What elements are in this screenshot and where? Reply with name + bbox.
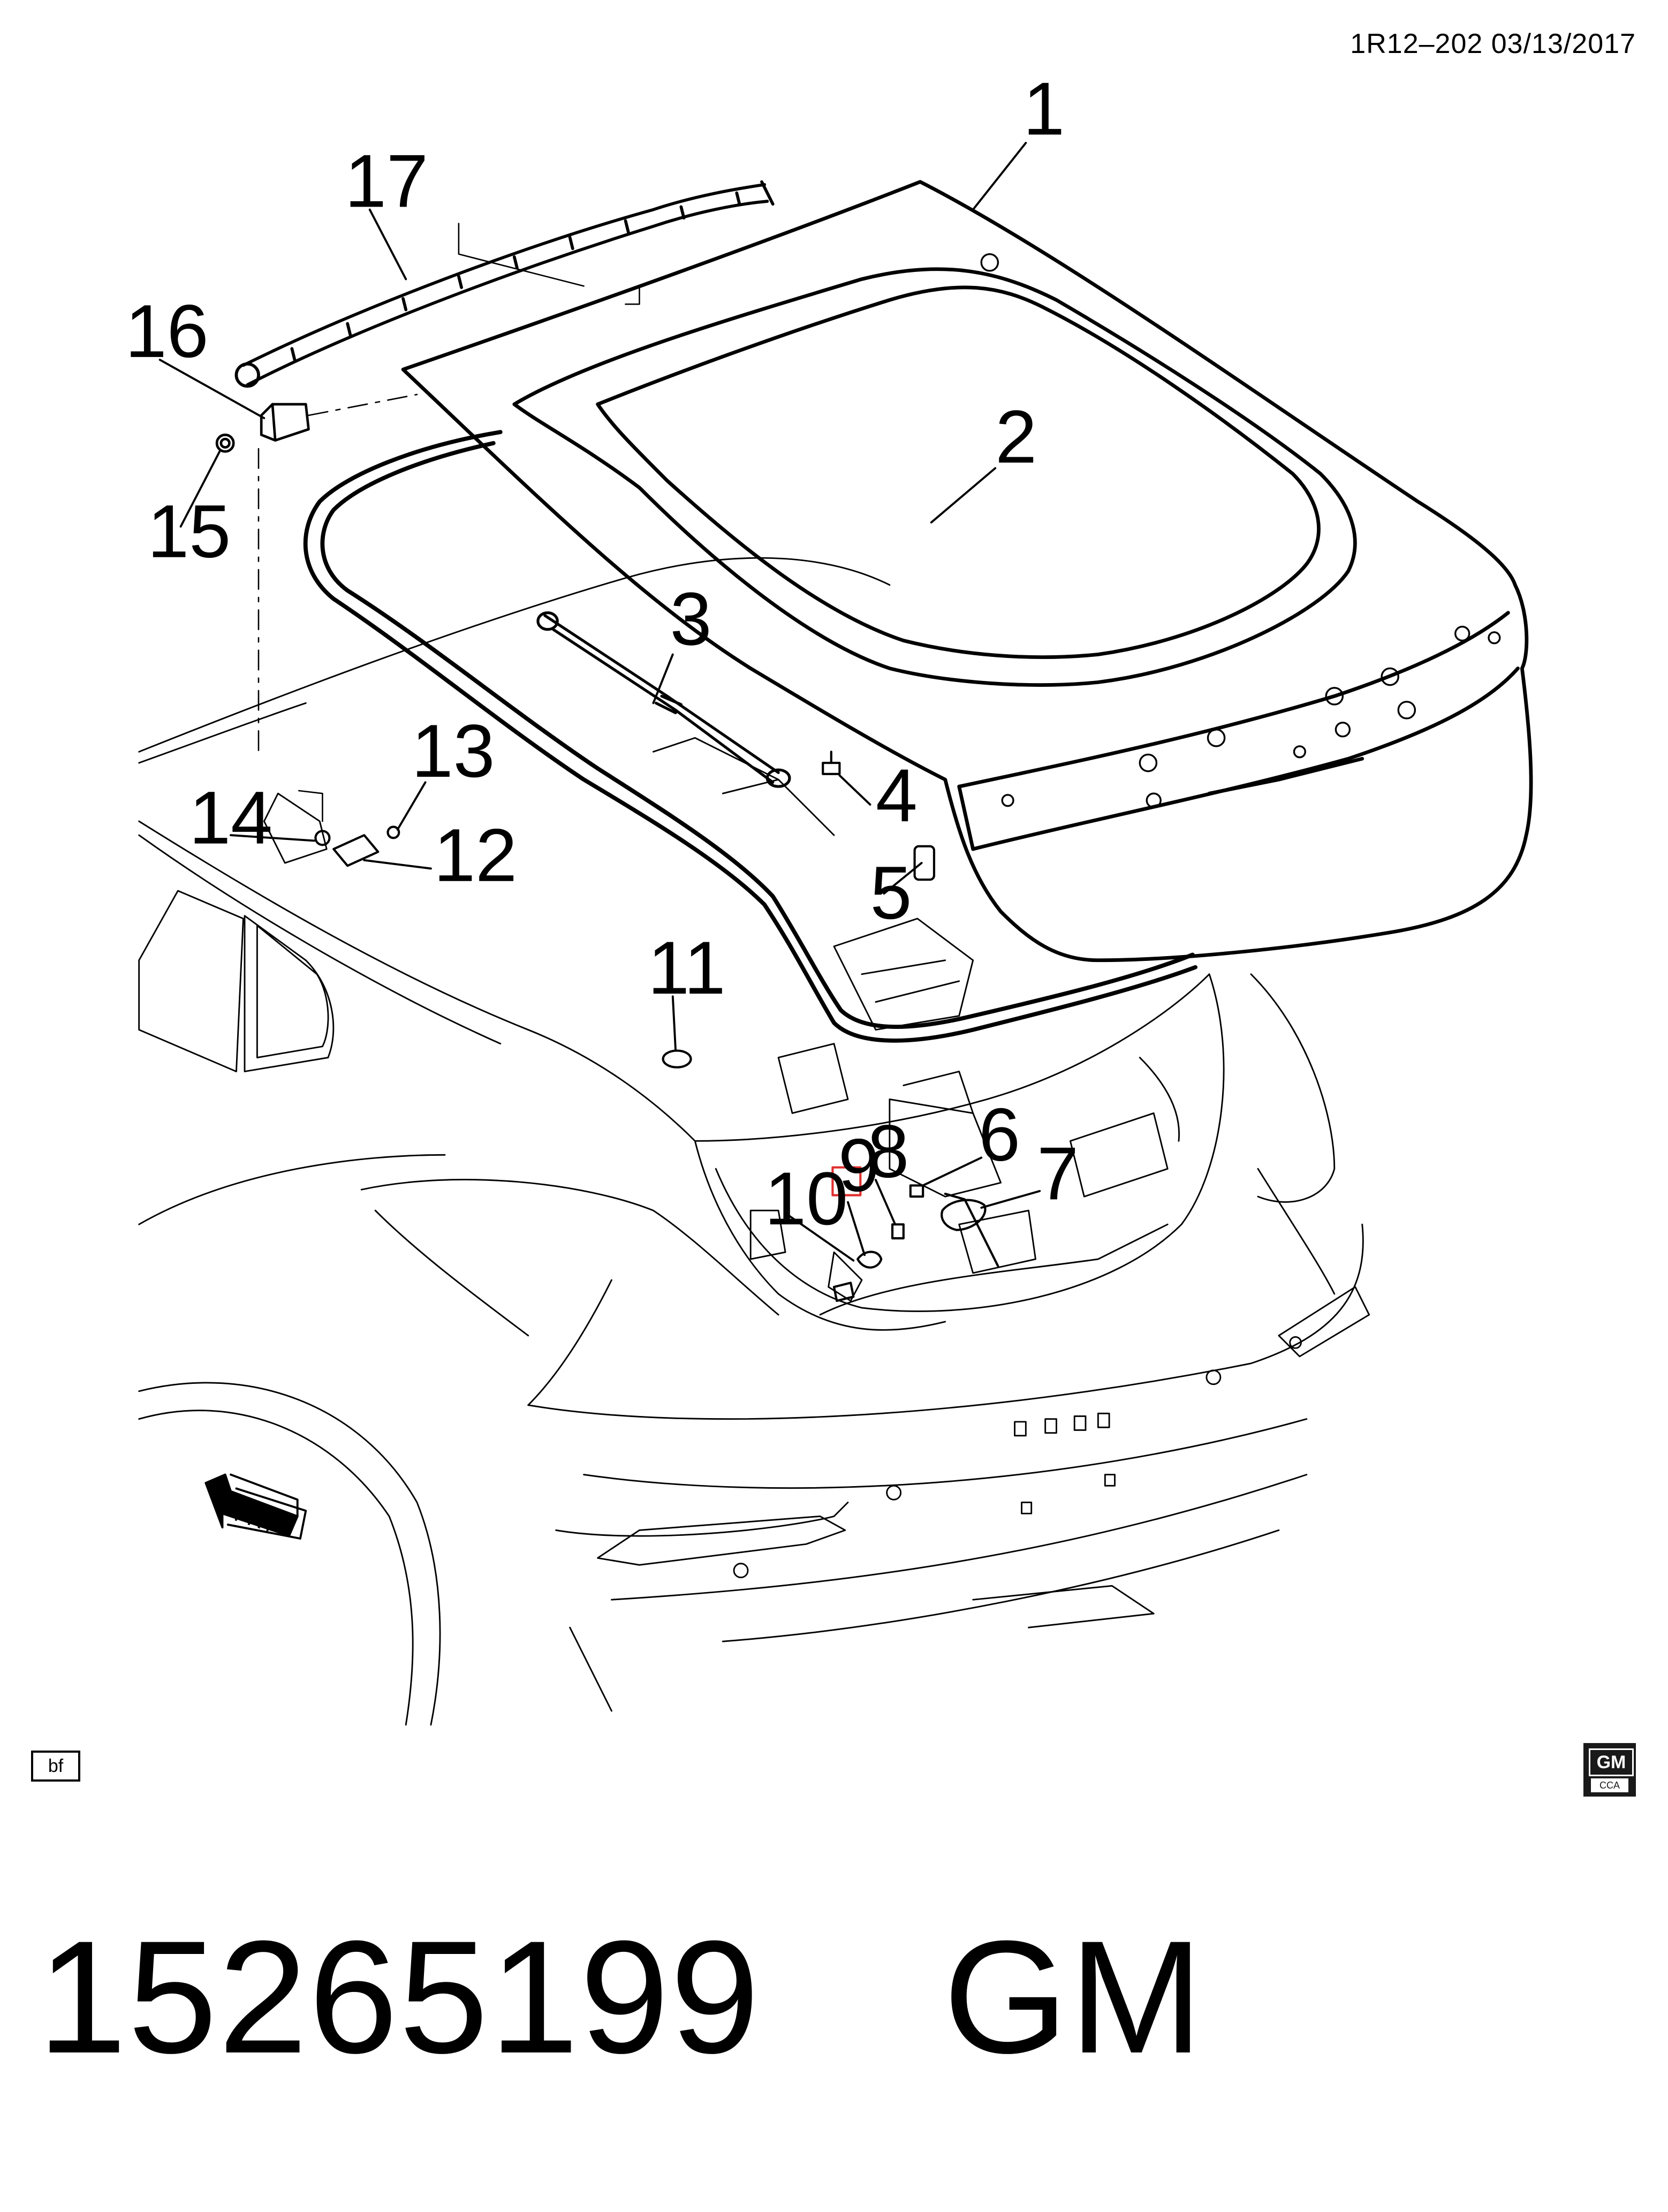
gm-logo-letters: GM	[1589, 1748, 1634, 1776]
callout-17: 17	[345, 139, 428, 223]
callout-13: 13	[412, 709, 495, 793]
diagram-code-date: 1R12–202 03/13/2017	[1350, 28, 1636, 59]
callout-15: 15	[147, 489, 231, 573]
assembly-guide-lines	[257, 223, 640, 822]
callout-4: 4	[876, 753, 918, 837]
part-number-line: 15265199 GM	[37, 1906, 1204, 2088]
gas-strut	[536, 611, 791, 788]
callout-3: 3	[670, 577, 712, 661]
callout-leaders	[158, 141, 1041, 1262]
callout-12: 12	[434, 813, 517, 897]
callout-5: 5	[870, 851, 912, 935]
vehicle-body-outline	[138, 557, 1370, 1726]
callout-2: 2	[995, 395, 1037, 479]
spoiler	[234, 180, 775, 388]
front-direction-arrow	[204, 1473, 307, 1540]
callout-8: 8	[867, 1109, 909, 1193]
callout-16: 16	[125, 289, 209, 373]
callout-6: 6	[979, 1093, 1020, 1177]
gm-logo-sub: CCA	[1591, 1778, 1628, 1792]
liftgate-panel	[401, 180, 1533, 963]
callout-9-highlight	[831, 1166, 862, 1196]
callout-14: 14	[189, 776, 272, 860]
callout-10: 10	[764, 1156, 848, 1240]
callout-1: 1	[1023, 66, 1065, 150]
part-number: 15265199	[37, 1907, 761, 2087]
weatherstrip-seal	[303, 430, 1198, 1043]
brand-name: GM	[943, 1907, 1204, 2087]
view-code-box: bf	[31, 1751, 80, 1782]
hinge-bracket	[215, 403, 310, 453]
gm-cca-logo: GM CCA	[1583, 1743, 1636, 1797]
callout-7: 7	[1037, 1131, 1079, 1215]
exploded-parts-diagram: FRT 1 2 3 4 5 6 7 8 9 10 11 12 13 14 15 …	[125, 66, 1533, 1726]
callout-11: 11	[648, 926, 726, 1010]
callout-9: 9	[838, 1123, 880, 1207]
hardware-parts	[314, 751, 999, 1302]
liftgate-fasteners	[980, 253, 1501, 808]
part-number-spacer	[761, 1907, 943, 2087]
